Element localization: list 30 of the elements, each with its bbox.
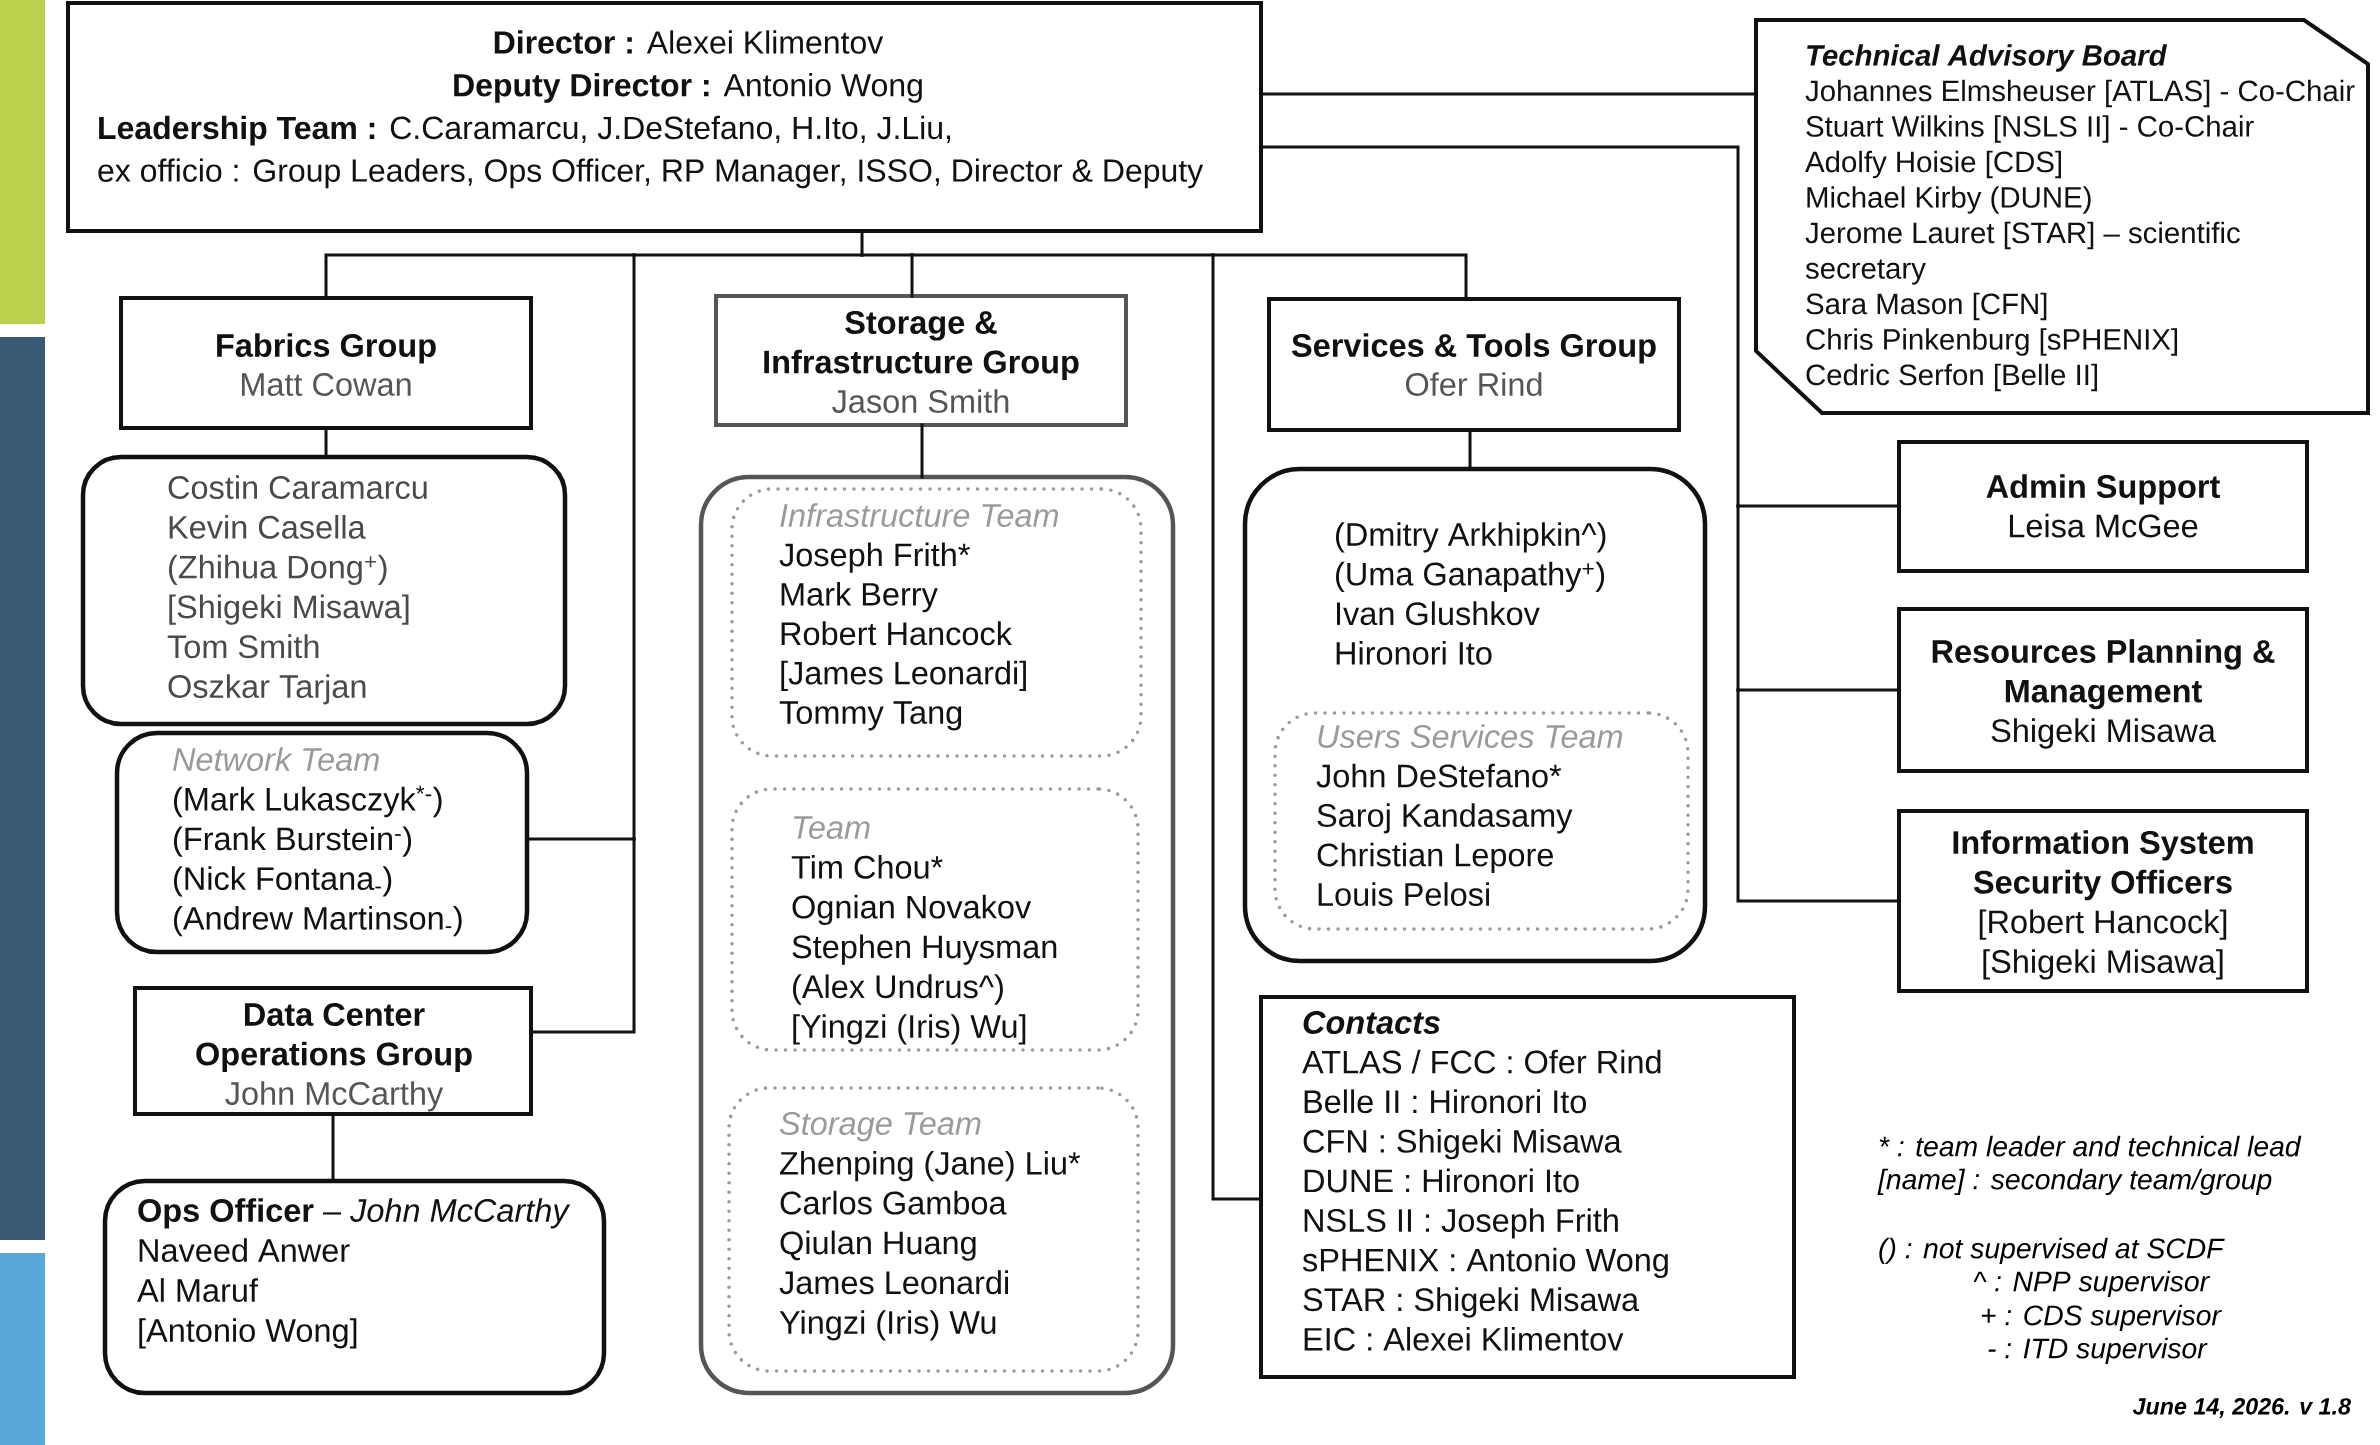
team-box: Team Tim Chou* Ognian Novakov Stephen Huysman (Alex Undrus^) [Yingzi (Iris) Wu] [730, 787, 1140, 1052]
legend-note: - : ITD supervisor [1988, 1337, 2208, 1365]
office-box: Resources Planning & Management Shigeki Misawa [1897, 607, 2309, 773]
leadership-box: Director : Alexei Klimentov Deputy Director : Antonio Wong Leadership Team : C.Caramarcu, J.DeStefano, H.Ito, J.Liu, ex officio : Group Leaders, Ops Officer, RP Manager, ISSO, Director & Deputy [66, 1, 1263, 233]
team-box: Storage Team Zhenping (Jane) Liu* Carlos Gamboa Qiulan Huang James Leonardi Yingzi (Iris) Wu [727, 1086, 1140, 1373]
office-box: Information System Security Officers [Robert Hancock] [Shigeki Misawa] [1897, 809, 2309, 993]
legend-note: () : not supervised at SCDF [1879, 1237, 2225, 1265]
team-box: Ops Officer – John McCarthy Naveed Anwer Al Maruf [Antonio Wong] [102, 1178, 607, 1396]
team-box: Users Services Team John DeStefano* Saroj Kandasamy Christian Lepore Louis Pelosi [1273, 711, 1690, 931]
group-box: Storage & Infrastructure Group Jason Smith [714, 294, 1128, 427]
team-panel [698, 474, 1176, 1396]
board-box: Technical Advisory Board Johannes Elmsheuser [ATLAS] - Co-Chair Stuart Wilkins [NSLS II] - Co-Chair Adolfy Hoisie [CDS] Michael Kirby (DUNE) Jerome Lauret [STAR] – scientific secretary Sara Mason [CFN] Chris Pinkenburg [sPHENIX] Cedric Serfon [Belle II] [1754, 18, 2370, 415]
team-box: Costin Caramarcu Kevin Casella (Zhihua Dong$^{+}$) [Shigeki Misawa] Tom Smith Oszkar Tarjan [80, 454, 568, 727]
version-label: June 14, 2026. v 1.8 [2132, 1398, 2351, 1418]
group-box: Data Center Operations Group John McCarthy [133, 986, 533, 1116]
connector-line [860, 253, 914, 257]
legend-note: ^ : NPP supervisor [1973, 1270, 2210, 1298]
connector-line [910, 253, 1215, 257]
group-box: Fabrics Group Matt Cowan [119, 296, 533, 430]
group-box: Services & Tools Group Ofer Rind [1267, 297, 1681, 432]
legend-note: + : CDS supervisor [1981, 1304, 2222, 1332]
legend-note: [name] : secondary team/group [1877, 1168, 2272, 1196]
team-box: Infrastructure Team Joseph Frith* Mark Berry Robert Hancock [James Leonardi] Tommy Tang [730, 487, 1143, 758]
connector-line [632, 253, 636, 841]
connector-line [1736, 504, 1740, 692]
connector-line [920, 423, 924, 479]
office-box: Admin Support Leisa McGee [1897, 440, 2309, 573]
legend-note: * : team leader and technical lead [1879, 1135, 2302, 1157]
team-box: Network Team (Mark Lukasczyk$^{*-}$) (Frank Burstein$^{-}$) (Nick Fontana$_{-}$) (Andrew Martinson$_{-}$) [114, 730, 530, 955]
contacts-box: Contacts ATLAS / FCC : Ofer Rind Belle II : Hironori Ito CFN : Shigeki Misawa DUNE : Hironori Ito NSLS II : Joseph Frith sPHENIX : Antonio Wong STAR : Shigeki Misawa EIC : Alexei Klimentov [1259, 995, 1796, 1379]
